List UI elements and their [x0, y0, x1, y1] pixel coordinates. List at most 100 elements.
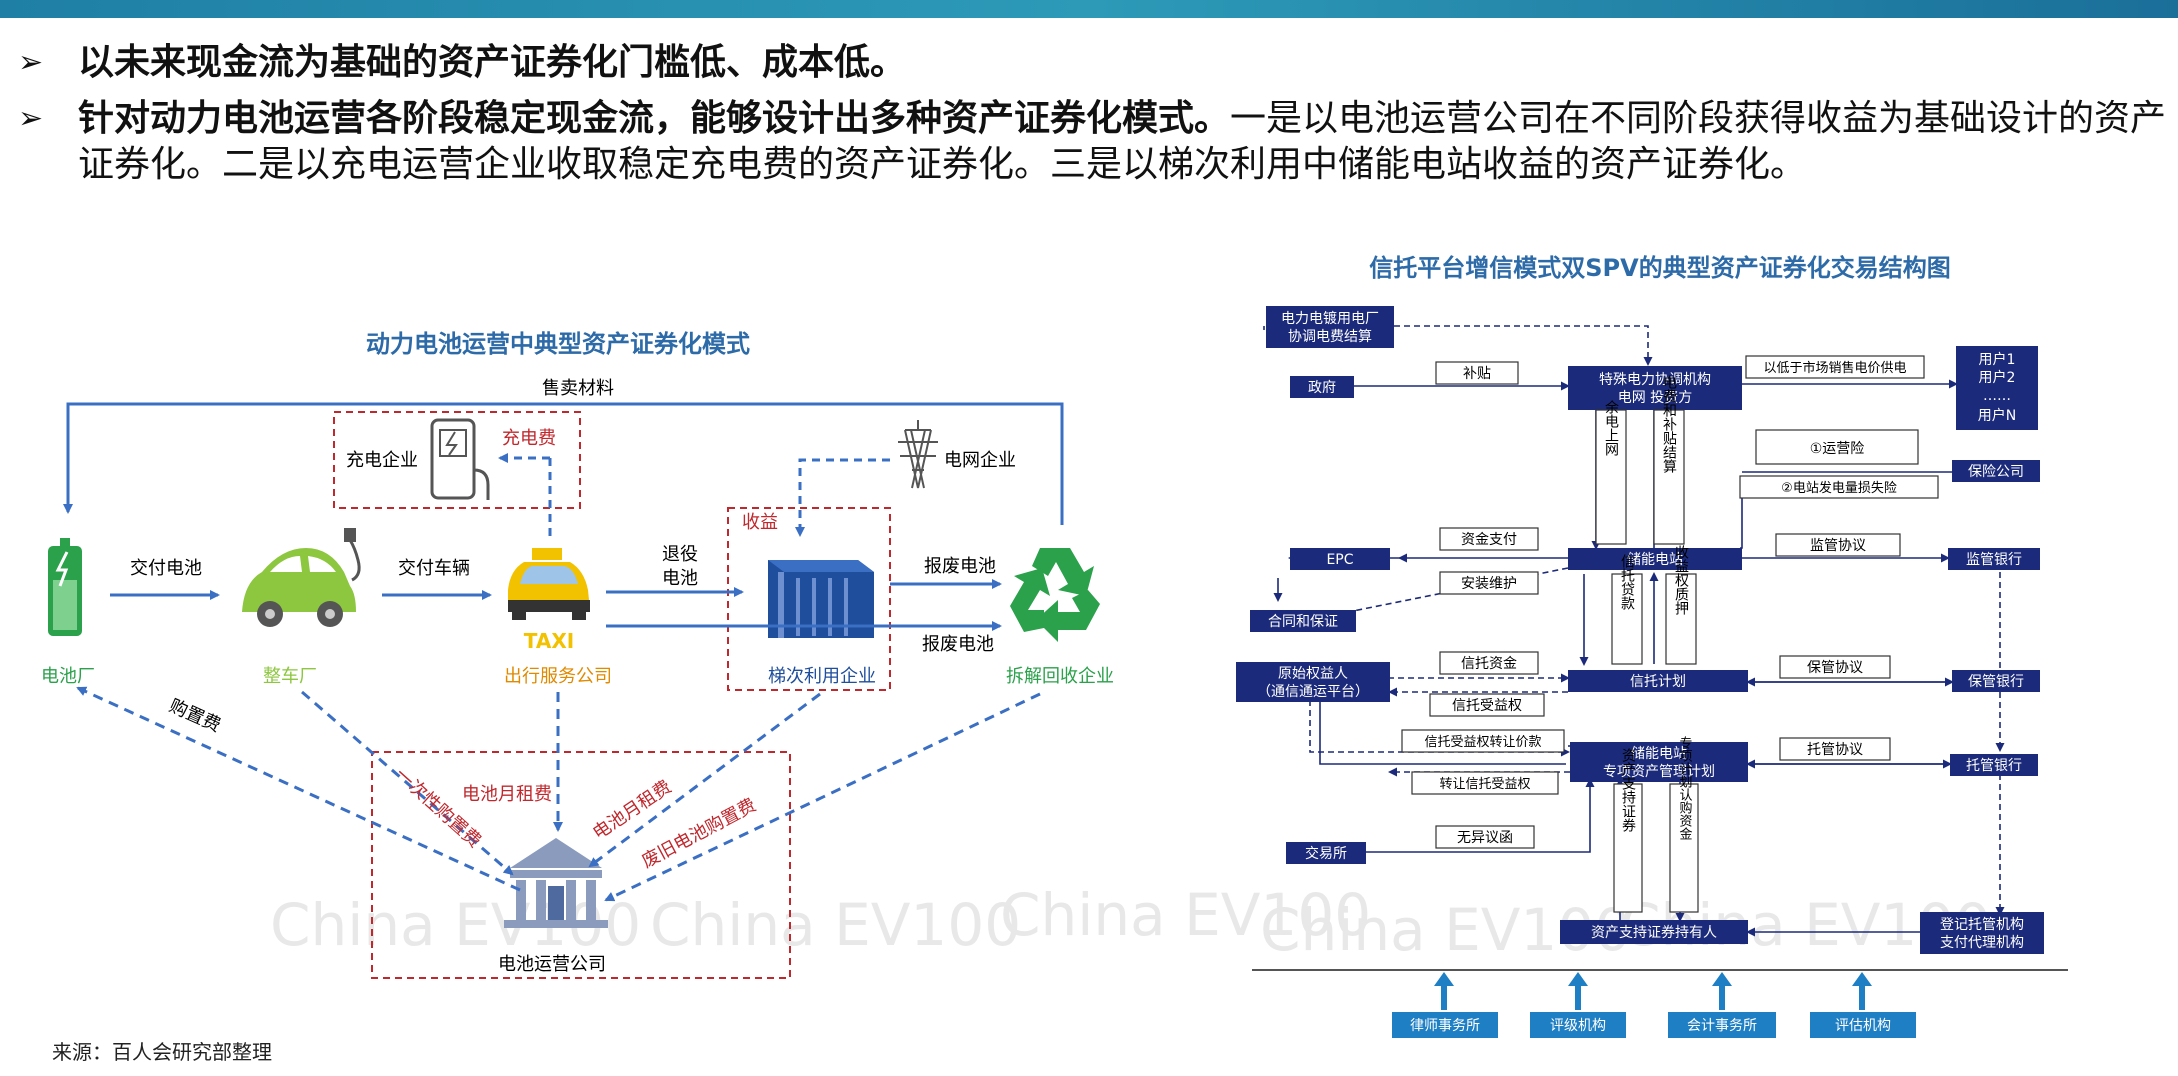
accounting-item: 会计事务所	[1668, 972, 1776, 1038]
svg-text:储能电站: 储能电站	[1627, 552, 1683, 568]
watermark: China EV100 China EV100 China EV100 Chin…	[270, 881, 1991, 964]
power-pylon-icon	[898, 420, 938, 489]
transfer-trust-label: 转让信托受益权	[1439, 776, 1530, 792]
government-box: 政府	[1290, 376, 1354, 398]
svg-text:监管银行: 监管银行	[1966, 552, 2022, 568]
recycle-icon	[1010, 548, 1100, 642]
install-maintain-label: 安装维护	[1461, 576, 1517, 592]
surplus-power-label: 余电上网	[1603, 399, 1619, 457]
svg-text:用户N: 用户N	[1978, 407, 2016, 424]
trust-beneficiary-label: 信托受益权	[1452, 698, 1522, 714]
retire-battery-label-1: 退役	[662, 544, 698, 565]
subscription-label: 专项计划认购资金	[1677, 736, 1693, 840]
purchase-fee-label: 购置费	[166, 695, 224, 736]
electric-car-icon	[242, 528, 361, 627]
svg-text:原始权益人: 原始权益人	[1278, 666, 1348, 682]
svg-text:律师事务所: 律师事务所	[1410, 1018, 1480, 1034]
lower-price-label: 以低于市场销售电价供电	[1763, 360, 1906, 376]
right-diagram: 信托平台增信模式双SPV的典型资产证券化交易结构图	[1236, 254, 2068, 1038]
holders-box: 资产支持证券持有人	[1560, 920, 1748, 944]
bullet-2: ➢ 针对动力电池运营各阶段稳定现金流，能够设计出多种资产证券化模式。一是以电池运…	[18, 96, 2168, 188]
svg-text:EPC: EPC	[1326, 552, 1353, 568]
svg-text:交易所: 交易所	[1305, 845, 1347, 862]
taxi-text: TAXI	[524, 629, 574, 653]
bullet-1-text: 以未来现金流为基础的资产证券化门槛低、成本低。	[78, 42, 907, 83]
sell-material-label: 售卖材料	[542, 378, 614, 399]
appraisal-item: 评估机构	[1810, 972, 1916, 1038]
custody-agreement-2-label: 托管协议	[1807, 742, 1863, 758]
sell-material-arrow	[63, 402, 1064, 525]
svg-text:专项资产管理计划: 专项资产管理计划	[1603, 764, 1715, 780]
registrar-box: 登记托管机构 支付代理机构	[1920, 912, 2044, 954]
svg-text:支付代理机构: 支付代理机构	[1940, 935, 2024, 951]
charging-fee-label: 充电费	[502, 428, 556, 449]
fee-subsidy-label: 电费和补贴结算	[1661, 375, 1677, 473]
svg-text:保管银行: 保管银行	[1968, 674, 2024, 690]
svg-text:China EV100: China EV100	[650, 891, 1021, 959]
lawyer-item: 律师事务所	[1392, 972, 1498, 1038]
trust-loan-label: 信托贷款	[1619, 554, 1635, 610]
custody-bank-2-box: 托管银行	[1950, 754, 2038, 776]
income-pledge-label: 收益权质押	[1673, 545, 1689, 616]
svg-text:储能电站: 储能电站	[1631, 746, 1687, 762]
income-label: 收益	[742, 512, 778, 533]
insurance-box: 保险公司	[1952, 460, 2040, 482]
fund-payment-label: 资金支付	[1461, 532, 1517, 548]
one-time-purchase-arrow	[301, 690, 514, 876]
arrow-bullet-icon: ➢	[18, 45, 44, 80]
svg-text:（通信通运平台）: （通信通运平台）	[1257, 684, 1369, 700]
trust-plan-box: 信托计划	[1568, 670, 1748, 692]
charging-station-icon	[430, 418, 490, 500]
grid-arrow	[795, 458, 890, 537]
power-plant-box: 电力电镀用电厂 协调电费结算	[1266, 306, 1394, 348]
income-box	[727, 507, 891, 691]
rating-item: 评级机构	[1530, 972, 1626, 1038]
energy-storage-icon	[768, 560, 874, 638]
scrap-battery-label-bottom: 报废电池	[922, 634, 994, 655]
supervision-agreement-label: 监管协议	[1810, 538, 1866, 554]
storage-station-box: 储能电站	[1568, 548, 1742, 570]
purchase-fee-arrow	[76, 686, 521, 892]
deliver-vehicle-label: 交付车辆	[398, 558, 470, 579]
svg-text:合同和保证: 合同和保证	[1268, 614, 1338, 630]
operator-box	[371, 751, 791, 979]
source-note: 来源：百人会研究部整理	[52, 1040, 272, 1064]
asset-mgmt-plan-box: 储能电站 专项资产管理计划	[1570, 742, 1748, 782]
epc-box: EPC	[1290, 548, 1390, 570]
svg-text:托管银行: 托管银行	[1966, 758, 2022, 774]
grid-company-label: 电网企业	[944, 450, 1016, 471]
exchange-box: 交易所	[1286, 842, 1366, 864]
original-beneficiary-box: 原始权益人 （通信通运平台）	[1236, 662, 1390, 702]
svg-text:电网 投资方: 电网 投资方	[1618, 390, 1692, 406]
car-factory-label: 整车厂	[263, 666, 317, 687]
abs-label: 资产支持证券	[1620, 748, 1636, 833]
svg-text:China EV100: China EV100	[1000, 881, 1371, 949]
svg-text:电力电镀用电厂: 电力电镀用电厂	[1281, 310, 1379, 327]
svg-text:保险公司: 保险公司	[1968, 464, 2024, 480]
bank-building-icon	[504, 838, 608, 928]
bullet-1: ➢ 以未来现金流为基础的资产证券化门槛低、成本低。	[18, 40, 2168, 86]
svg-text:评估机构: 评估机构	[1835, 1018, 1891, 1034]
svg-text:会计事务所: 会计事务所	[1687, 1018, 1757, 1034]
trust-funds-label: 信托资金	[1461, 656, 1517, 672]
svg-text:用户2: 用户2	[1979, 369, 2016, 386]
supervising-bank-box: 监管银行	[1948, 548, 2040, 570]
arrow-bullet-icon: ➢	[18, 101, 44, 136]
svg-text:登记托管机构: 登记托管机构	[1940, 917, 2024, 933]
scrap-battery-label-top: 报废电池	[924, 556, 996, 577]
custody-bank-1-box: 保管银行	[1952, 670, 2040, 692]
echelon-company-label: 梯次利用企业	[768, 666, 876, 687]
subsidy-label: 补贴	[1463, 366, 1491, 382]
svg-text:政府: 政府	[1308, 380, 1336, 396]
right-diagram-title: 信托平台增信模式双SPV的典型资产证券化交易结构图	[1369, 254, 1950, 282]
taxi-icon: TAXI	[508, 548, 590, 653]
svg-text:评级机构: 评级机构	[1550, 1018, 1606, 1034]
svg-text:协调电费结算: 协调电费结算	[1288, 329, 1372, 345]
svg-text:用户1: 用户1	[1979, 351, 2016, 368]
monthly-rent-label-1: 电池月租费	[462, 784, 552, 805]
charging-box	[333, 411, 581, 509]
retire-battery-label-2: 电池	[662, 568, 698, 589]
deliver-battery-label: 交付电池	[130, 558, 202, 579]
svg-text:……: ……	[1983, 388, 2011, 404]
